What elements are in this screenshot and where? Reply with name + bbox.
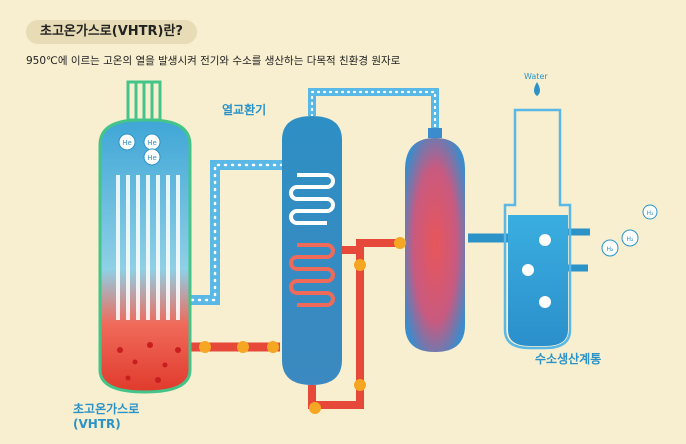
fire-icon bbox=[199, 237, 406, 414]
label-reactor-abbrev: (VHTR) bbox=[73, 417, 121, 431]
svg-text:H₂: H₂ bbox=[647, 210, 655, 217]
helium-bubble-icon: He He He bbox=[118, 133, 161, 166]
reactor-vhtr bbox=[98, 80, 192, 394]
svg-text:H₂: H₂ bbox=[627, 236, 635, 243]
label-reactor-name: 초고온가스로 bbox=[73, 402, 140, 416]
hydrogen-production-system bbox=[503, 108, 572, 350]
separator-vessel bbox=[405, 128, 465, 352]
label-water: Water bbox=[524, 72, 548, 81]
hydrogen-molecule-icon: H₂ H₂ H₂ bbox=[601, 204, 658, 257]
red-particles bbox=[117, 342, 181, 383]
heat-exchanger bbox=[282, 116, 342, 385]
svg-text:He: He bbox=[147, 139, 157, 147]
water-drop-icon bbox=[534, 82, 540, 96]
svg-text:H₂: H₂ bbox=[607, 246, 615, 253]
label-heat-exchanger: 열교환기 bbox=[222, 103, 267, 117]
fuel-rods bbox=[116, 175, 180, 320]
svg-text:He: He bbox=[147, 154, 157, 162]
svg-text:He: He bbox=[122, 139, 132, 147]
page-subtitle: 950℃에 이르는 고온의 열을 발생시켜 전기와 수소를 생산하는 다목적 친… bbox=[26, 55, 401, 67]
pipes bbox=[183, 88, 590, 409]
label-hydrogen-system: 수소생산계통 bbox=[535, 352, 602, 366]
page-title: 초고온가스로(VHTR)란? bbox=[26, 20, 197, 44]
